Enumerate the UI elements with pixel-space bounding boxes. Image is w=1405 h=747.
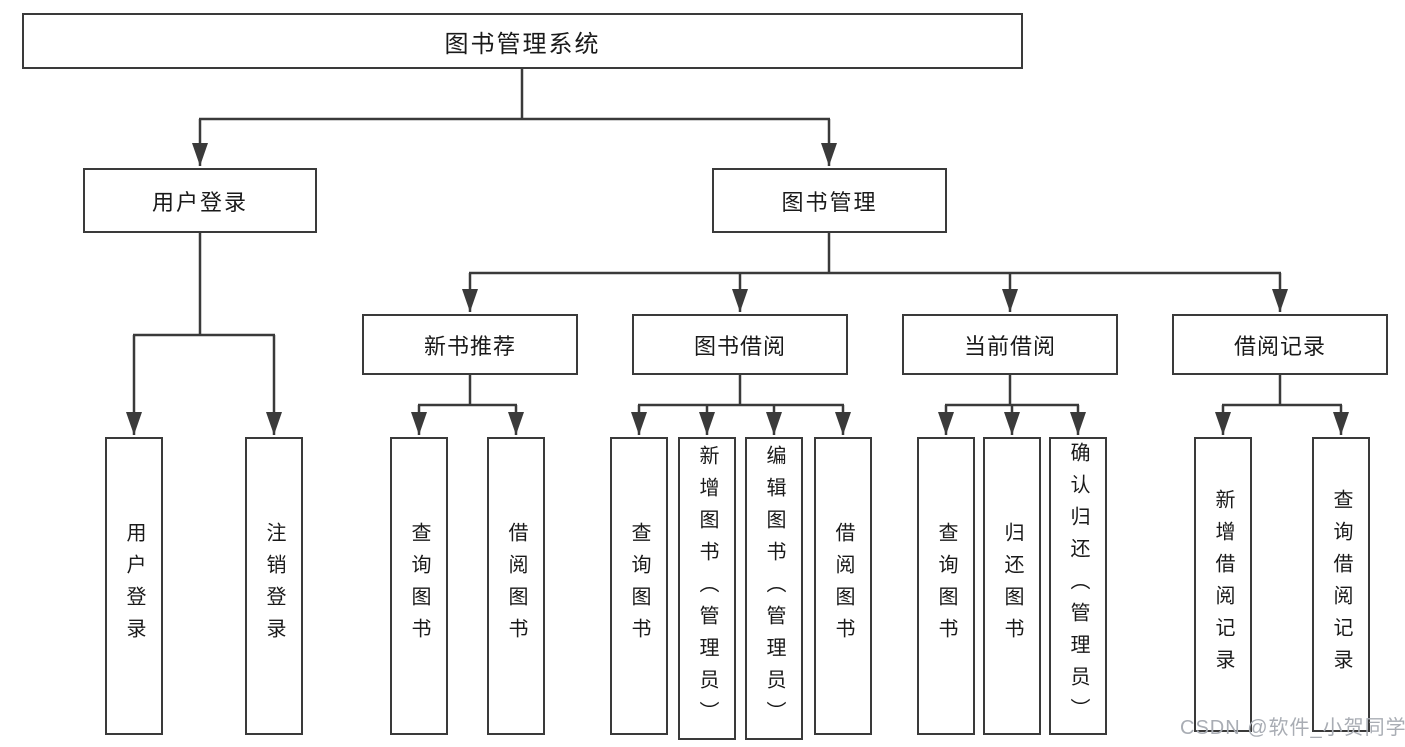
leaf-label: 借阅图书 [505,522,527,650]
leaf-query-borrow-record: 查询借阅记录 [1312,437,1370,732]
leaf-borrow-books-1: 借阅图书 [487,437,545,735]
node-library-management-system: 图书管理系统 [22,13,1023,69]
node-user-login: 用户登录 [83,168,317,233]
leaf-label: 确认归还（管理员） [1067,442,1089,730]
node-book-management: 图书管理 [712,168,947,233]
leaf-label: 新增图书（管理员） [696,444,718,733]
leaf-edit-books-admin: 编辑图书（管理员） [745,437,803,740]
leaf-label: 查询图书 [628,522,650,650]
leaf-logout: 注销登录 [245,437,303,735]
csdn-watermark: CSDN @软件_小贺同学 [1180,717,1405,739]
leaf-return-books: 归还图书 [983,437,1041,735]
leaf-label: 新增借阅记录 [1212,488,1234,681]
leaf-label: 注销登录 [263,522,285,650]
leaf-query-books-2: 查询图书 [610,437,668,735]
leaf-add-borrow-record: 新增借阅记录 [1194,437,1252,732]
leaf-label: 查询图书 [408,522,430,650]
leaf-user-login: 用户登录 [105,437,163,735]
leaf-add-books-admin: 新增图书（管理员） [678,437,736,740]
leaf-query-books-3: 查询图书 [917,437,975,735]
node-borrowing-records: 借阅记录 [1172,314,1388,375]
leaf-borrow-books-2: 借阅图书 [814,437,872,735]
node-new-book-recommendation: 新书推荐 [362,314,578,375]
leaf-label: 归还图书 [1001,522,1023,650]
leaf-confirm-return-admin: 确认归还（管理员） [1049,437,1107,735]
leaf-label: 查询借阅记录 [1330,488,1352,681]
leaf-query-books-1: 查询图书 [390,437,448,735]
leaf-label: 借阅图书 [832,522,854,650]
node-book-borrowing: 图书借阅 [632,314,848,375]
node-current-borrowing: 当前借阅 [902,314,1118,375]
leaf-label: 编辑图书（管理员） [763,444,785,733]
leaf-label: 查询图书 [935,522,957,650]
leaf-label: 用户登录 [123,522,145,650]
